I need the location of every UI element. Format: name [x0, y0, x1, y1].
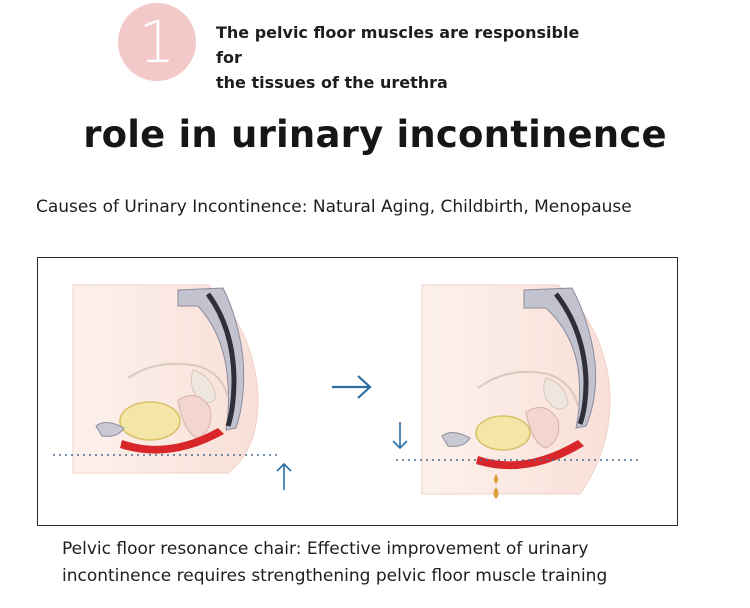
- pelvic-bone-right: [477, 370, 579, 407]
- step-number: 1: [138, 8, 176, 76]
- pelvic-floor-muscle-weak: [120, 428, 224, 454]
- spine-left: [177, 287, 245, 431]
- spine-right: [523, 287, 597, 429]
- caption-line-1: Pelvic floor resonance chair: Effective …: [62, 539, 589, 559]
- step-badge: 1: [118, 3, 196, 81]
- intro-text: The pelvic floor muscles are responsible…: [216, 20, 596, 95]
- bladder-right: [475, 415, 531, 451]
- pelvic-bone-left: [127, 362, 229, 399]
- urine-drops: [493, 474, 499, 499]
- pelvic-illustration-frame: [37, 257, 678, 526]
- right-arrow-icon: [332, 375, 372, 399]
- uterus-left: [177, 395, 212, 439]
- caption-line-2: incontinence requires strengthening pelv…: [62, 566, 608, 586]
- down-arrow-icon: [392, 422, 408, 450]
- pelvis-weak-diagram: [53, 284, 292, 490]
- intro-line-2: the tissues of the urethra: [216, 73, 448, 92]
- intro-line-1: The pelvic floor muscles are responsible…: [216, 23, 580, 67]
- page-heading: role in urinary incontinence: [83, 113, 667, 156]
- pelvic-floor-muscle-strong: [476, 440, 584, 470]
- pelvis-strong-diagram: [392, 284, 638, 499]
- uterus-right: [525, 407, 560, 449]
- bladder-left: [119, 401, 181, 441]
- causes-text: Causes of Urinary Incontinence: Natural …: [36, 197, 632, 217]
- caption-text: Pelvic floor resonance chair: Effective …: [62, 536, 702, 590]
- up-arrow-icon: [276, 462, 292, 490]
- pelvic-illustration: [53, 284, 638, 499]
